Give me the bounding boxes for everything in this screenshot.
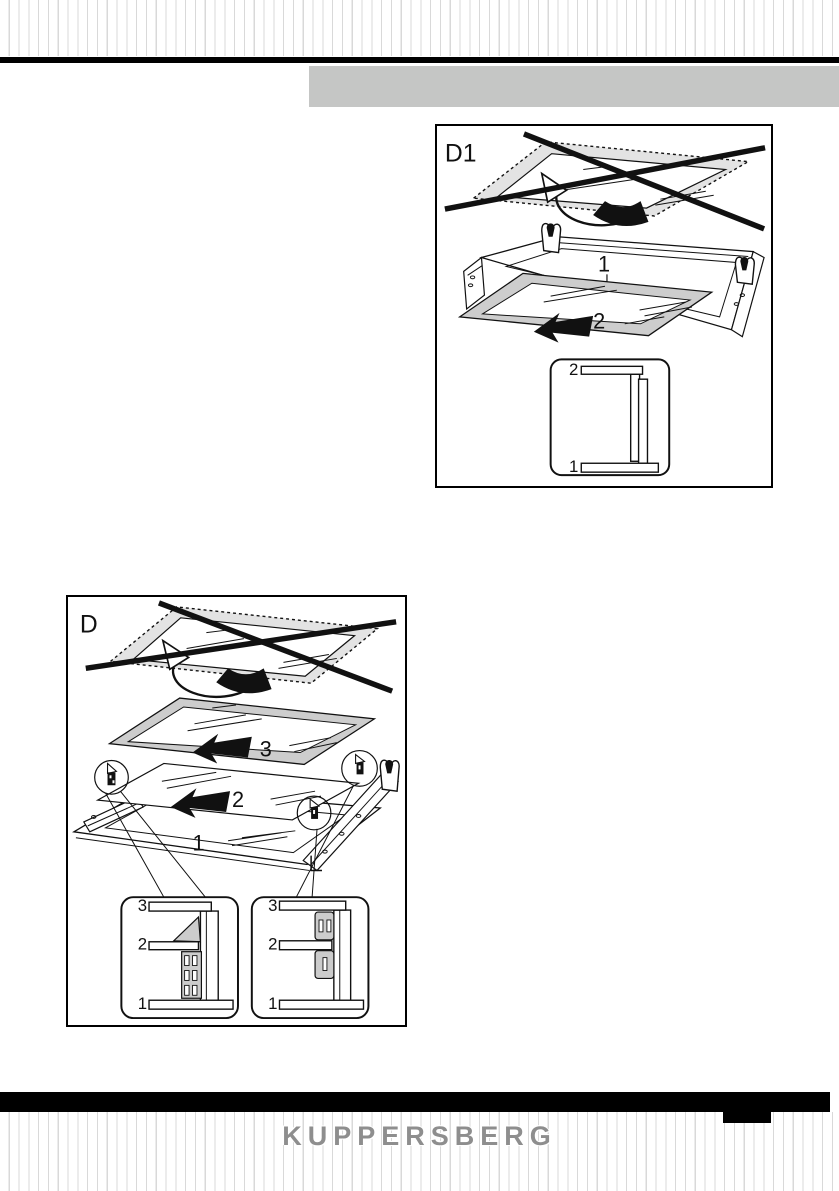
figure-d: D xyxy=(66,595,407,1027)
d-inset-left-label-top: 3 xyxy=(138,896,147,915)
d-crossed-out-glass-icon xyxy=(85,600,397,699)
clip-icon xyxy=(309,797,321,819)
figure-d-label: D xyxy=(80,612,98,639)
d-callout-frame: 1 xyxy=(193,831,205,856)
d1-hinge-left-icon xyxy=(541,222,562,254)
figure-d1-label: D1 xyxy=(445,141,477,168)
d1-inset-label-glass: 2 xyxy=(569,360,578,379)
remove-arrow-icon xyxy=(192,733,252,764)
d1-callout-frame: 1 xyxy=(598,251,610,276)
d-clip-callouts xyxy=(94,749,378,898)
d1-inset-label-frame: 1 xyxy=(569,457,578,476)
figure-d1: D1 xyxy=(435,124,773,488)
brand-wordmark: KUPPERSBERG xyxy=(282,1121,557,1151)
remove-arrow-icon xyxy=(170,788,231,818)
section-header-block xyxy=(309,66,839,107)
bottom-black-tab xyxy=(723,1112,771,1123)
clip-icon xyxy=(355,753,366,775)
d-inset-right-label-top: 3 xyxy=(268,896,277,915)
figure-d-drawing: D xyxy=(72,600,400,1020)
top-stripe-band xyxy=(0,0,839,56)
d-inset-left-label-middle: 2 xyxy=(138,935,147,954)
d1-hinge-right-icon xyxy=(734,256,755,286)
d-inset-left-label-bottom: 1 xyxy=(138,994,147,1013)
d1-crossed-out-glass-icon xyxy=(444,131,766,232)
d-inset-right: 3 2 1 xyxy=(250,896,370,1020)
d-inset-left: 3 2 1 xyxy=(120,896,239,1020)
d-middle-glass: 2 xyxy=(95,762,361,821)
d1-inset: 2 1 xyxy=(549,358,671,476)
d1-inner-glass: 2 xyxy=(457,272,714,343)
figure-d1-drawing: D1 xyxy=(444,131,766,476)
clip-icon xyxy=(106,762,118,786)
cross-out-icon xyxy=(444,131,766,232)
d1-callout-glass: 2 xyxy=(593,309,605,334)
d-hinge-right-icon xyxy=(379,759,400,792)
top-black-rule xyxy=(0,57,839,63)
remove-arrow-icon xyxy=(533,312,594,343)
bottom-black-rule xyxy=(0,1092,830,1112)
d-inset-right-label-middle: 2 xyxy=(268,935,277,954)
d-callout-outer-glass: 3 xyxy=(260,736,272,761)
d-callout-middle-glass: 2 xyxy=(232,787,244,812)
d-inset-right-label-bottom: 1 xyxy=(268,994,277,1013)
cross-out-icon xyxy=(85,600,397,694)
bottom-stripe-band xyxy=(0,1112,839,1191)
d-outer-glass: 3 xyxy=(107,697,377,766)
